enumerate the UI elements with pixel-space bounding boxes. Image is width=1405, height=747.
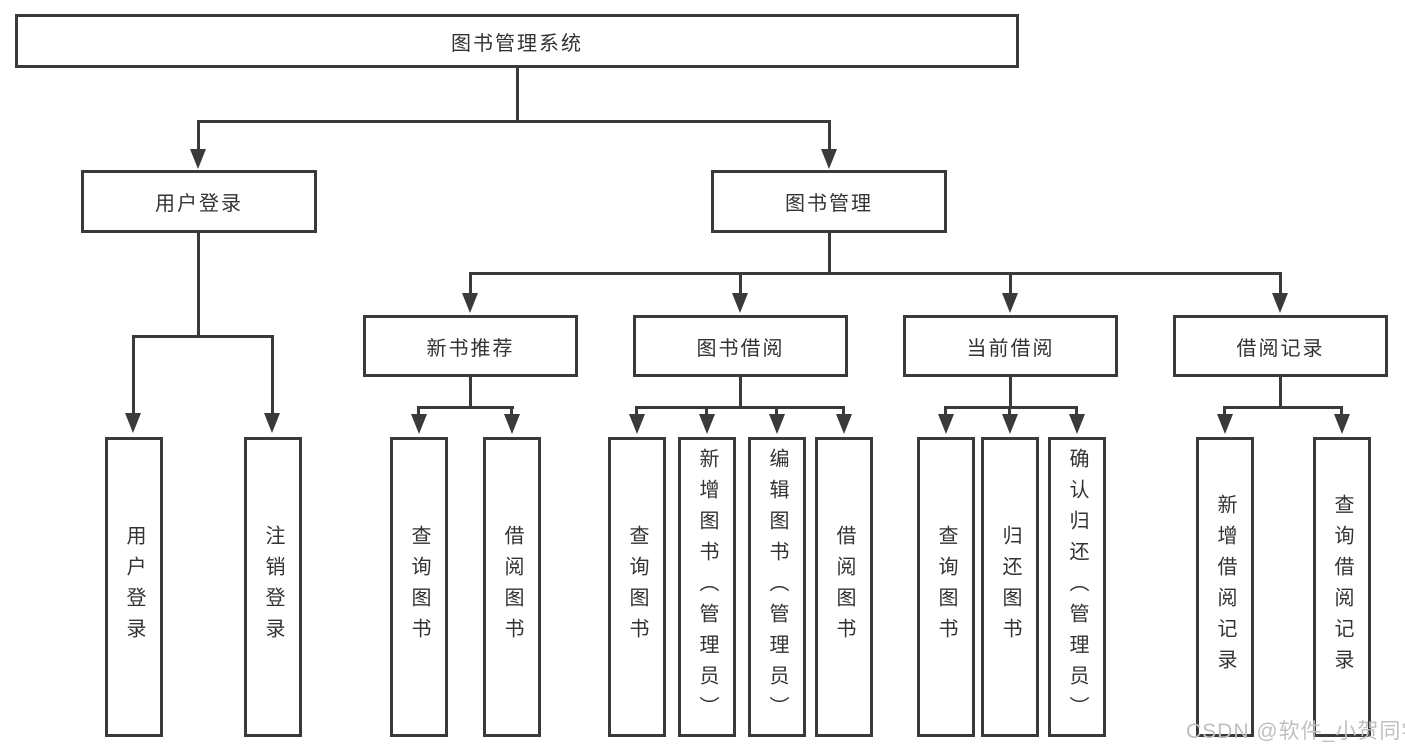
leaf-logout: 注销登录	[244, 437, 302, 737]
node-user-login: 用户登录	[81, 170, 317, 233]
node-label: 查询图书	[626, 525, 648, 649]
connector-line	[828, 233, 831, 272]
connector-line	[1008, 406, 1011, 420]
leaf-current-query-books: 查询图书	[917, 437, 975, 737]
node-label: 当前借阅	[966, 337, 1055, 360]
connector-line	[1223, 406, 1343, 409]
connector-line	[132, 335, 274, 338]
node-label: 注销登录	[262, 525, 284, 649]
node-label: 图书借阅	[696, 337, 785, 360]
node-label: 图书管理系统	[451, 32, 583, 55]
arrow-down-icon	[769, 414, 785, 434]
node-label: 新书推荐	[426, 337, 515, 360]
node-label: 归还图书	[999, 525, 1021, 649]
node-label: 查询图书	[408, 525, 430, 649]
connector-line	[635, 406, 845, 409]
connector-line	[197, 120, 200, 153]
connector-line	[271, 335, 274, 413]
node-new-book-recommend: 新书推荐	[363, 315, 578, 377]
connector-line	[739, 272, 742, 298]
arrow-down-icon	[504, 414, 520, 434]
connector-line	[1340, 406, 1343, 420]
connector-line	[1009, 272, 1012, 298]
arrow-down-icon	[1217, 414, 1233, 434]
connector-line	[516, 68, 519, 120]
node-label: 查询图书	[935, 525, 957, 649]
arrow-down-icon	[462, 293, 478, 313]
leaf-current-confirm-return-admin: 确认归还（管理员）	[1048, 437, 1106, 737]
leaf-borrowing-add-books-admin: 新增图书（管理员）	[678, 437, 736, 737]
arrow-down-icon	[1002, 293, 1018, 313]
connector-line	[417, 406, 420, 420]
connector-line	[944, 406, 1078, 409]
connector-line	[132, 335, 135, 413]
node-current-borrowing: 当前借阅	[903, 315, 1118, 377]
connector-line	[842, 406, 845, 420]
connector-line	[197, 120, 831, 123]
arrow-down-icon	[190, 149, 206, 169]
arrow-down-icon	[938, 414, 954, 434]
node-label: 查询借阅记录	[1331, 494, 1353, 680]
node-label: 新增图书（管理员）	[696, 447, 718, 727]
node-library-management-system: 图书管理系统	[15, 14, 1019, 68]
node-label: 借阅记录	[1236, 337, 1325, 360]
connector-line	[1279, 377, 1282, 406]
node-label: 借阅图书	[833, 525, 855, 649]
leaf-user-login: 用户登录	[105, 437, 163, 737]
arrow-down-icon	[411, 414, 427, 434]
node-label: 新增借阅记录	[1214, 494, 1236, 680]
leaf-borrowing-borrow-books: 借阅图书	[815, 437, 873, 737]
node-label: 用户登录	[155, 193, 243, 215]
node-label: 借阅图书	[501, 525, 523, 649]
connector-line	[197, 233, 200, 335]
connector-line	[1279, 272, 1282, 298]
node-book-borrowing: 图书借阅	[633, 315, 848, 377]
node-borrowing-records: 借阅记录	[1173, 315, 1388, 377]
node-book-management: 图书管理	[711, 170, 947, 233]
connector-line	[417, 406, 514, 409]
node-label: 确认归还（管理员）	[1066, 447, 1088, 727]
leaf-recommend-borrow-books: 借阅图书	[483, 437, 541, 737]
arrow-down-icon	[821, 149, 837, 169]
arrow-down-icon	[629, 414, 645, 434]
connector-line	[1009, 377, 1012, 406]
leaf-records-query-borrow-record: 查询借阅记录	[1313, 437, 1371, 737]
connector-line	[510, 406, 513, 420]
connector-line	[1223, 406, 1226, 420]
node-label: 图书管理	[785, 193, 873, 215]
connector-line	[828, 120, 831, 153]
arrow-down-icon	[1002, 414, 1018, 434]
arrow-down-icon	[699, 414, 715, 434]
node-label: 用户登录	[123, 525, 145, 649]
connector-line	[739, 377, 742, 406]
connector-line	[705, 406, 708, 420]
leaf-records-add-borrow-record: 新增借阅记录	[1196, 437, 1254, 737]
connector-line	[635, 406, 638, 420]
connector-line	[469, 272, 472, 298]
arrow-down-icon	[125, 413, 141, 433]
arrow-down-icon	[1069, 414, 1085, 434]
leaf-recommend-query-books: 查询图书	[390, 437, 448, 737]
arrow-down-icon	[732, 293, 748, 313]
connector-line	[944, 406, 947, 420]
node-label: 编辑图书（管理员）	[766, 447, 788, 727]
leaf-current-return-books: 归还图书	[981, 437, 1039, 737]
csdn-watermark: CSDN @软件_小贺同学	[1186, 720, 1405, 743]
arrow-down-icon	[1334, 414, 1350, 434]
arrow-down-icon	[264, 413, 280, 433]
leaf-borrowing-edit-books-admin: 编辑图书（管理员）	[748, 437, 806, 737]
connector-line	[469, 272, 1282, 275]
arrow-down-icon	[1272, 293, 1288, 313]
arrow-down-icon	[836, 414, 852, 434]
connector-line	[775, 406, 778, 420]
connector-line	[469, 377, 472, 406]
leaf-borrowing-query-books: 查询图书	[608, 437, 666, 737]
connector-line	[1075, 406, 1078, 420]
